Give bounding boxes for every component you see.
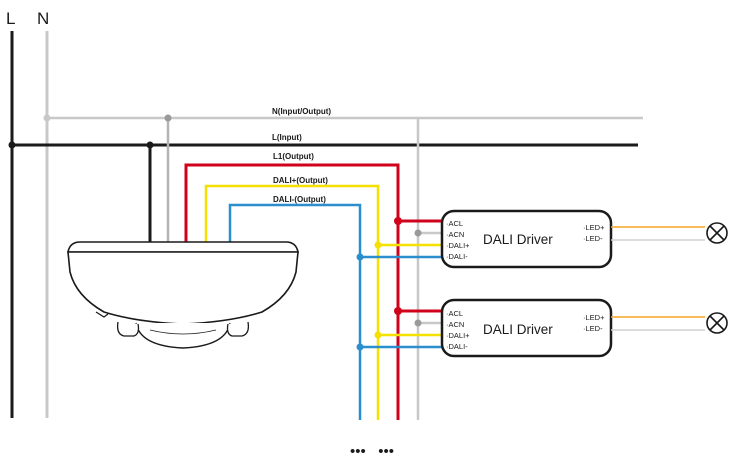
driver1-pin-acn: ·ACN (446, 230, 464, 239)
driver1-pin-dali-neg: ·DALI- (446, 252, 468, 261)
driver1-pin-acl: ·ACL (446, 219, 463, 228)
line-junction (8, 141, 16, 149)
driver2-dali-pos-junction (374, 331, 382, 339)
dali-neg-bus-label: DALI-(Output) (273, 195, 326, 204)
l1-wire (184, 163, 400, 420)
continuation-dots: ••• ••• (350, 443, 394, 458)
lamp-cross-icon (706, 312, 728, 334)
neutral-bus-label: N(Input/Output) (272, 107, 331, 116)
driver1-dali-pos-junction (374, 241, 382, 249)
ceiling-sensor-icon (67, 241, 299, 349)
line-label: L (6, 9, 15, 28)
driver1-box (440, 209, 613, 269)
line-bus-label: L(Input) (272, 133, 302, 142)
driver1-pin-dali-pos: ·DALI+ (446, 241, 470, 250)
driver2-title: DALI Driver (483, 322, 553, 337)
driver2-dali-neg-junction (356, 343, 364, 351)
driver1-pin-led-neg: ·LED- (583, 234, 603, 243)
driver2-pin-acn: ·ACN (446, 320, 464, 329)
dali-neg-wire (228, 203, 362, 420)
dali-pos-bus-label: DALI+(Output) (273, 176, 328, 185)
driver2-pin-led-neg: ·LED- (583, 324, 603, 333)
neutral-junction (43, 114, 51, 122)
dali-driver-1: ·ACL ·ACN ·DALI+ ·DALI- DALI Driver ·LED… (440, 209, 613, 269)
driver2-acl-junction (394, 307, 402, 315)
sensor-neutral-junction (164, 114, 172, 122)
dali-pos-wire (204, 184, 380, 420)
driver2-pin-acl: ·ACL (446, 309, 463, 318)
driver1-dali-neg-junction (356, 253, 364, 261)
driver1-title: DALI Driver (483, 232, 553, 247)
driver2-pin-dali-neg: ·DALI- (446, 342, 468, 351)
driver2-box (440, 298, 613, 358)
sensor-line-junction (146, 141, 154, 149)
driver2-acn-junction (414, 319, 422, 327)
neutral-label: N (37, 9, 49, 28)
lamp-cross-icon (706, 222, 728, 244)
driver1-acl-junction (394, 217, 402, 225)
l1-bus-label: L1(Output) (273, 152, 314, 161)
driver2-pin-dali-pos: ·DALI+ (446, 331, 470, 340)
driver1-pin-led-pos: ·LED+ (583, 223, 605, 232)
driver1-acn-junction (414, 229, 422, 237)
driver2-pin-led-pos: ·LED+ (583, 313, 605, 322)
dali-driver-2: ·ACL ·ACN ·DALI+ ·DALI- DALI Driver ·LED… (440, 298, 613, 358)
